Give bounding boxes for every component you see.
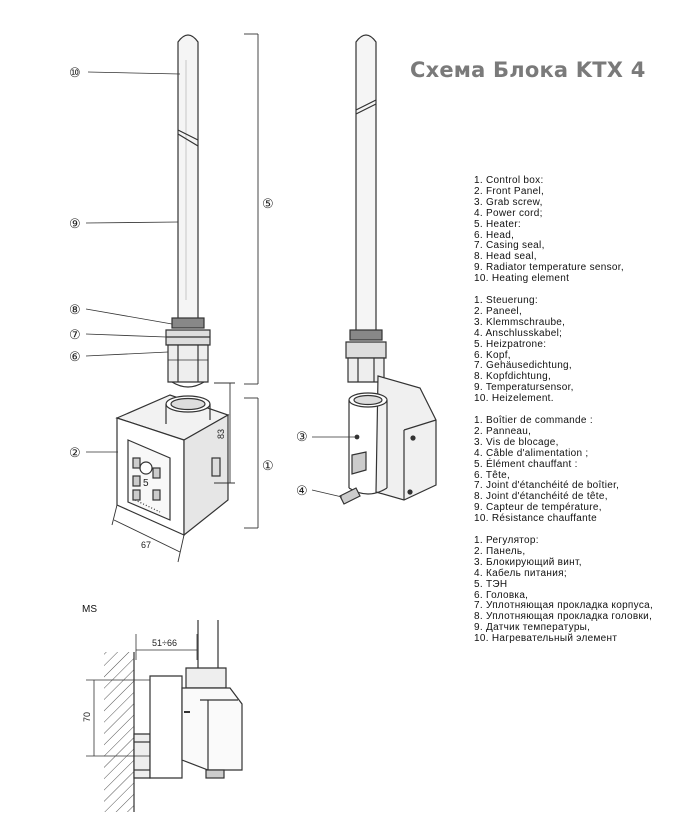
legend-item: 7. Joint d'étanchéité de boîtier, — [474, 480, 620, 492]
callout-9: ⑨ — [69, 216, 81, 231]
legend-english: 1. Control box: 2. Front Panel, 3. Grab … — [474, 175, 624, 285]
legend-item: 3. Блокирующий винт, — [474, 556, 582, 568]
dimension-height: 83 — [216, 429, 226, 439]
legend-item: 9. Radiator temperature sensor, — [474, 262, 624, 274]
legend-item: 10. Нагревательный элемент — [474, 633, 618, 645]
ms-label: MS — [82, 604, 97, 615]
legend-item: 8. Joint d'étanchéité de tête, — [474, 491, 608, 503]
legend-item: 5. Heizpatrone: — [474, 338, 547, 350]
legend-item: 6. Head, — [474, 229, 515, 241]
callout-3: ③ — [296, 429, 308, 444]
legend-french: 1. Boîtier de commande : 2. Panneau, 3. … — [474, 415, 620, 525]
legend-item: 9. Capteur de température, — [474, 502, 602, 514]
legend-item: 3. Grab screw, — [474, 196, 543, 208]
legend-item: 8. Kopfdichtung, — [474, 371, 552, 383]
legend-item: 1. Steuerung: — [474, 295, 538, 306]
legend-german: 1. Steuerung: 2. Paneel, 3. Klemmschraub… — [474, 295, 574, 405]
legend-russian: 1. Регулятор: 2. Панель, 3. Блокирующий … — [474, 535, 654, 645]
legend-item: 6. Головка, — [474, 589, 529, 601]
callout-10: ⑩ — [69, 65, 81, 80]
legend-item: 10. Résistance chauffante — [474, 513, 597, 525]
legend-item: 2. Panneau, — [474, 425, 532, 437]
legend-item: 7. Casing seal, — [474, 240, 545, 252]
legend-item: 9. Датчик температуры, — [474, 622, 591, 634]
dimension-ms-range: 51÷66 — [152, 638, 177, 648]
head-nut — [167, 344, 209, 383]
legend-item: 7. Уплотняющая прокладка корпуса, — [474, 600, 654, 612]
right-heater-assembly — [339, 34, 437, 505]
legend-item: 4. Кабель питания; — [474, 567, 567, 579]
callout-7: ⑦ — [69, 327, 81, 342]
legend-item: 4. Câble d'alimentation ; — [474, 447, 589, 459]
legend-item: 4. Anschlusskabel; — [474, 327, 563, 339]
legend-item: 1. Control box: — [474, 175, 544, 186]
control-box — [115, 394, 230, 537]
callout-6: ⑥ — [69, 349, 81, 364]
diagram-title: Схема Блока KTX 4 — [410, 58, 646, 82]
callout-8: ⑧ — [69, 302, 81, 317]
callout-4: ④ — [296, 483, 308, 498]
ms-mounting-detail — [104, 620, 243, 812]
legend-item: 10. Heating element — [474, 273, 570, 285]
callout-1: ① — [262, 458, 274, 473]
legend-item: 8. Head seal, — [474, 251, 537, 263]
legend-item: 4. Power cord; — [474, 207, 543, 219]
legend-item: 3. Klemmschraube, — [474, 316, 566, 328]
left-heater-assembly — [115, 34, 230, 537]
legend-item: 10. Heizelement. — [474, 393, 554, 405]
callout-5: ⑤ — [262, 196, 274, 211]
dimension-width: 67 — [141, 540, 151, 550]
legend-item: 6. Kopf, — [474, 349, 511, 361]
legend-item: 2. Paneel, — [474, 305, 523, 317]
panel-digit: 5 — [143, 478, 149, 489]
legend-item: 1. Регулятор: — [474, 535, 539, 546]
callout-2: ② — [69, 445, 81, 460]
legend-item: 5. Heater: — [474, 218, 521, 230]
legend-item: 2. Front Panel, — [474, 185, 545, 197]
head-seal — [171, 317, 205, 329]
legend-item: 8. Уплотняющая прокладка головки, — [474, 611, 653, 623]
legend-item: 5. ТЭН — [474, 578, 508, 590]
heating-element-tube — [177, 34, 199, 318]
dimension-ms-height: 70 — [82, 712, 92, 722]
legend-item: 6. Tête, — [474, 469, 511, 481]
legend-item: 3. Vis de blocage, — [474, 436, 559, 448]
legend-item: 5. Élément chauffant : — [474, 458, 578, 470]
legend-item: 7. Gehäusedichtung, — [474, 360, 572, 372]
legend-item: 1. Boîtier de commande : — [474, 415, 593, 426]
legend-item: 9. Temperatursensor, — [474, 382, 574, 394]
legend-item: 2. Панель, — [474, 545, 526, 557]
